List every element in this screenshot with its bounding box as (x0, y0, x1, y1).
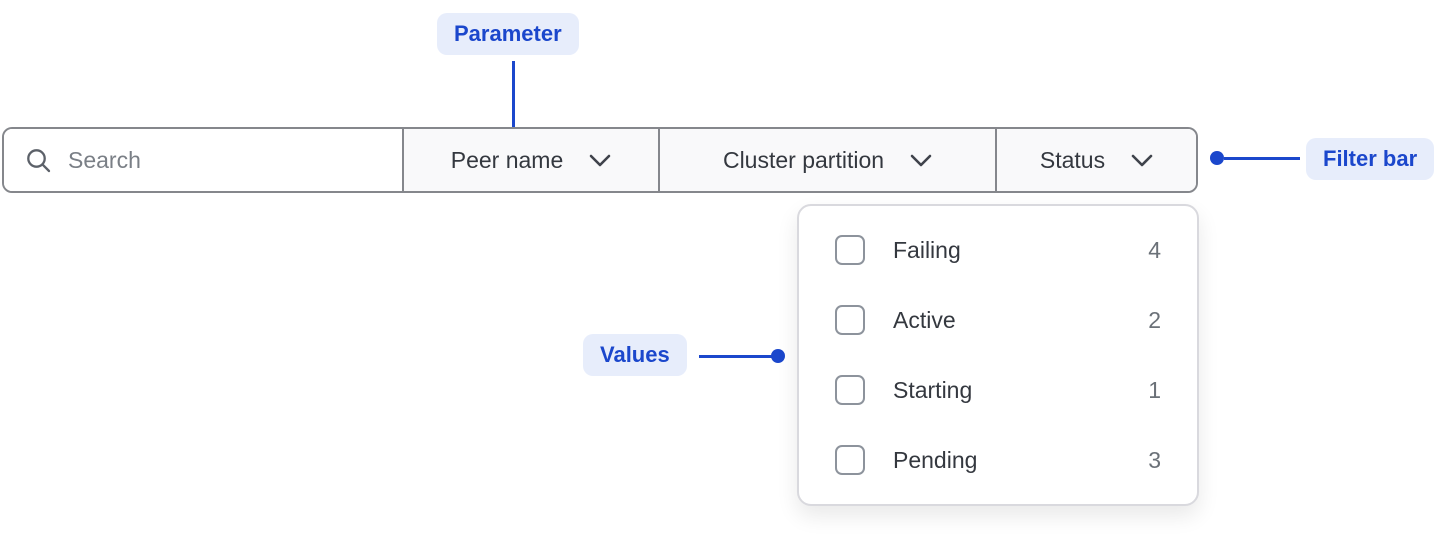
search-icon (27, 148, 51, 172)
option-active-label: Active (893, 306, 956, 333)
chevron-down-icon (910, 154, 932, 166)
dropdown-cluster-partition-label: Cluster partition (722, 146, 885, 173)
option-pending-count: 3 (1148, 446, 1161, 473)
checkbox-starting[interactable] (835, 375, 865, 405)
filter-bar-connector-dot (1210, 151, 1224, 165)
status-dropdown-panel: Failing 4 Active 2 Starting 1 Pending 3 (797, 204, 1199, 506)
values-annotation-badge: Values (583, 334, 687, 376)
option-active[interactable]: Active 2 (835, 285, 1161, 355)
values-connector-line (699, 355, 772, 358)
option-starting-label: Starting (893, 376, 973, 403)
dropdown-peer-name[interactable]: Peer name (404, 129, 660, 191)
option-failing-label: Failing (893, 236, 961, 263)
parameter-connector-line (512, 61, 515, 143)
option-pending-label: Pending (893, 446, 978, 473)
search-field[interactable] (4, 129, 404, 191)
option-failing-count: 4 (1148, 236, 1161, 263)
chevron-down-icon (1131, 154, 1153, 166)
checkbox-pending[interactable] (835, 445, 865, 475)
dropdown-status-label: Status (1039, 146, 1106, 173)
chevron-down-icon (589, 154, 611, 166)
option-failing[interactable]: Failing 4 (835, 215, 1161, 285)
checkbox-active[interactable] (835, 305, 865, 335)
parameter-annotation-badge: Parameter (437, 13, 579, 55)
dropdown-peer-name-label: Peer name (450, 146, 564, 173)
values-connector-dot (771, 349, 785, 363)
search-input[interactable] (68, 146, 388, 174)
option-starting-count: 1 (1148, 376, 1161, 403)
filter-bar-annotation-badge: Filter bar (1306, 138, 1435, 180)
option-pending[interactable]: Pending 3 (835, 425, 1161, 495)
checkbox-failing[interactable] (835, 235, 865, 265)
filter-bar-connector-line (1224, 157, 1300, 160)
dropdown-status[interactable]: Status (997, 129, 1196, 191)
dropdown-cluster-partition[interactable]: Cluster partition (660, 129, 997, 191)
option-starting[interactable]: Starting 1 (835, 355, 1161, 425)
option-active-count: 2 (1148, 306, 1161, 333)
filter-bar: Peer name Cluster partition Status (2, 127, 1198, 193)
